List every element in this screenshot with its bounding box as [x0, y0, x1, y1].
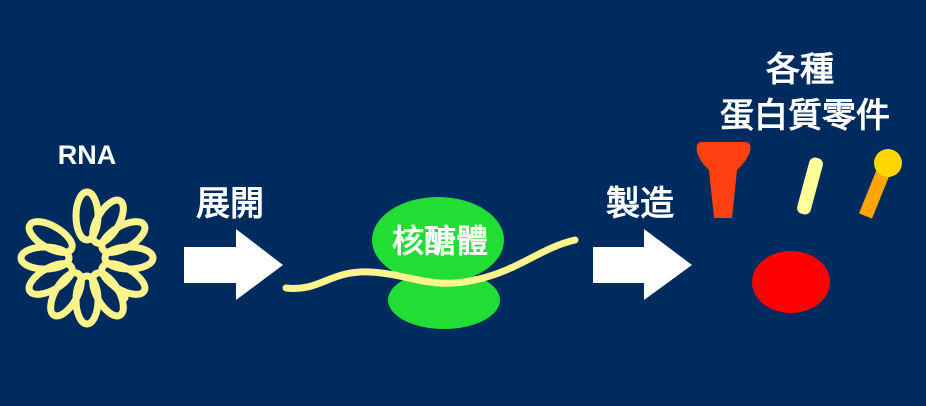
unfold-label: 展開: [196, 184, 264, 224]
t-shape-protein-icon: [696, 142, 751, 218]
arrow-right-icon: [184, 229, 283, 300]
lollipop-protein-icon: [859, 149, 902, 219]
proteins-label-line1: 各種: [766, 50, 834, 90]
proteins-label-line2: 蛋白質零件: [720, 96, 890, 136]
ribosome-small-subunit: [388, 271, 500, 329]
arrow-right-icon: [593, 229, 692, 300]
ribosome-large-subunit: [372, 197, 504, 283]
ribosome-label: 核醣體: [391, 222, 488, 260]
rna-coil-icon: [17, 188, 157, 328]
produce-label: 製造: [606, 184, 674, 224]
rna-label: RNA: [57, 140, 117, 170]
mrna-strand-icon: [282, 236, 579, 292]
ellipse-protein-icon: [752, 251, 830, 313]
rod-protein-icon: [797, 157, 823, 215]
